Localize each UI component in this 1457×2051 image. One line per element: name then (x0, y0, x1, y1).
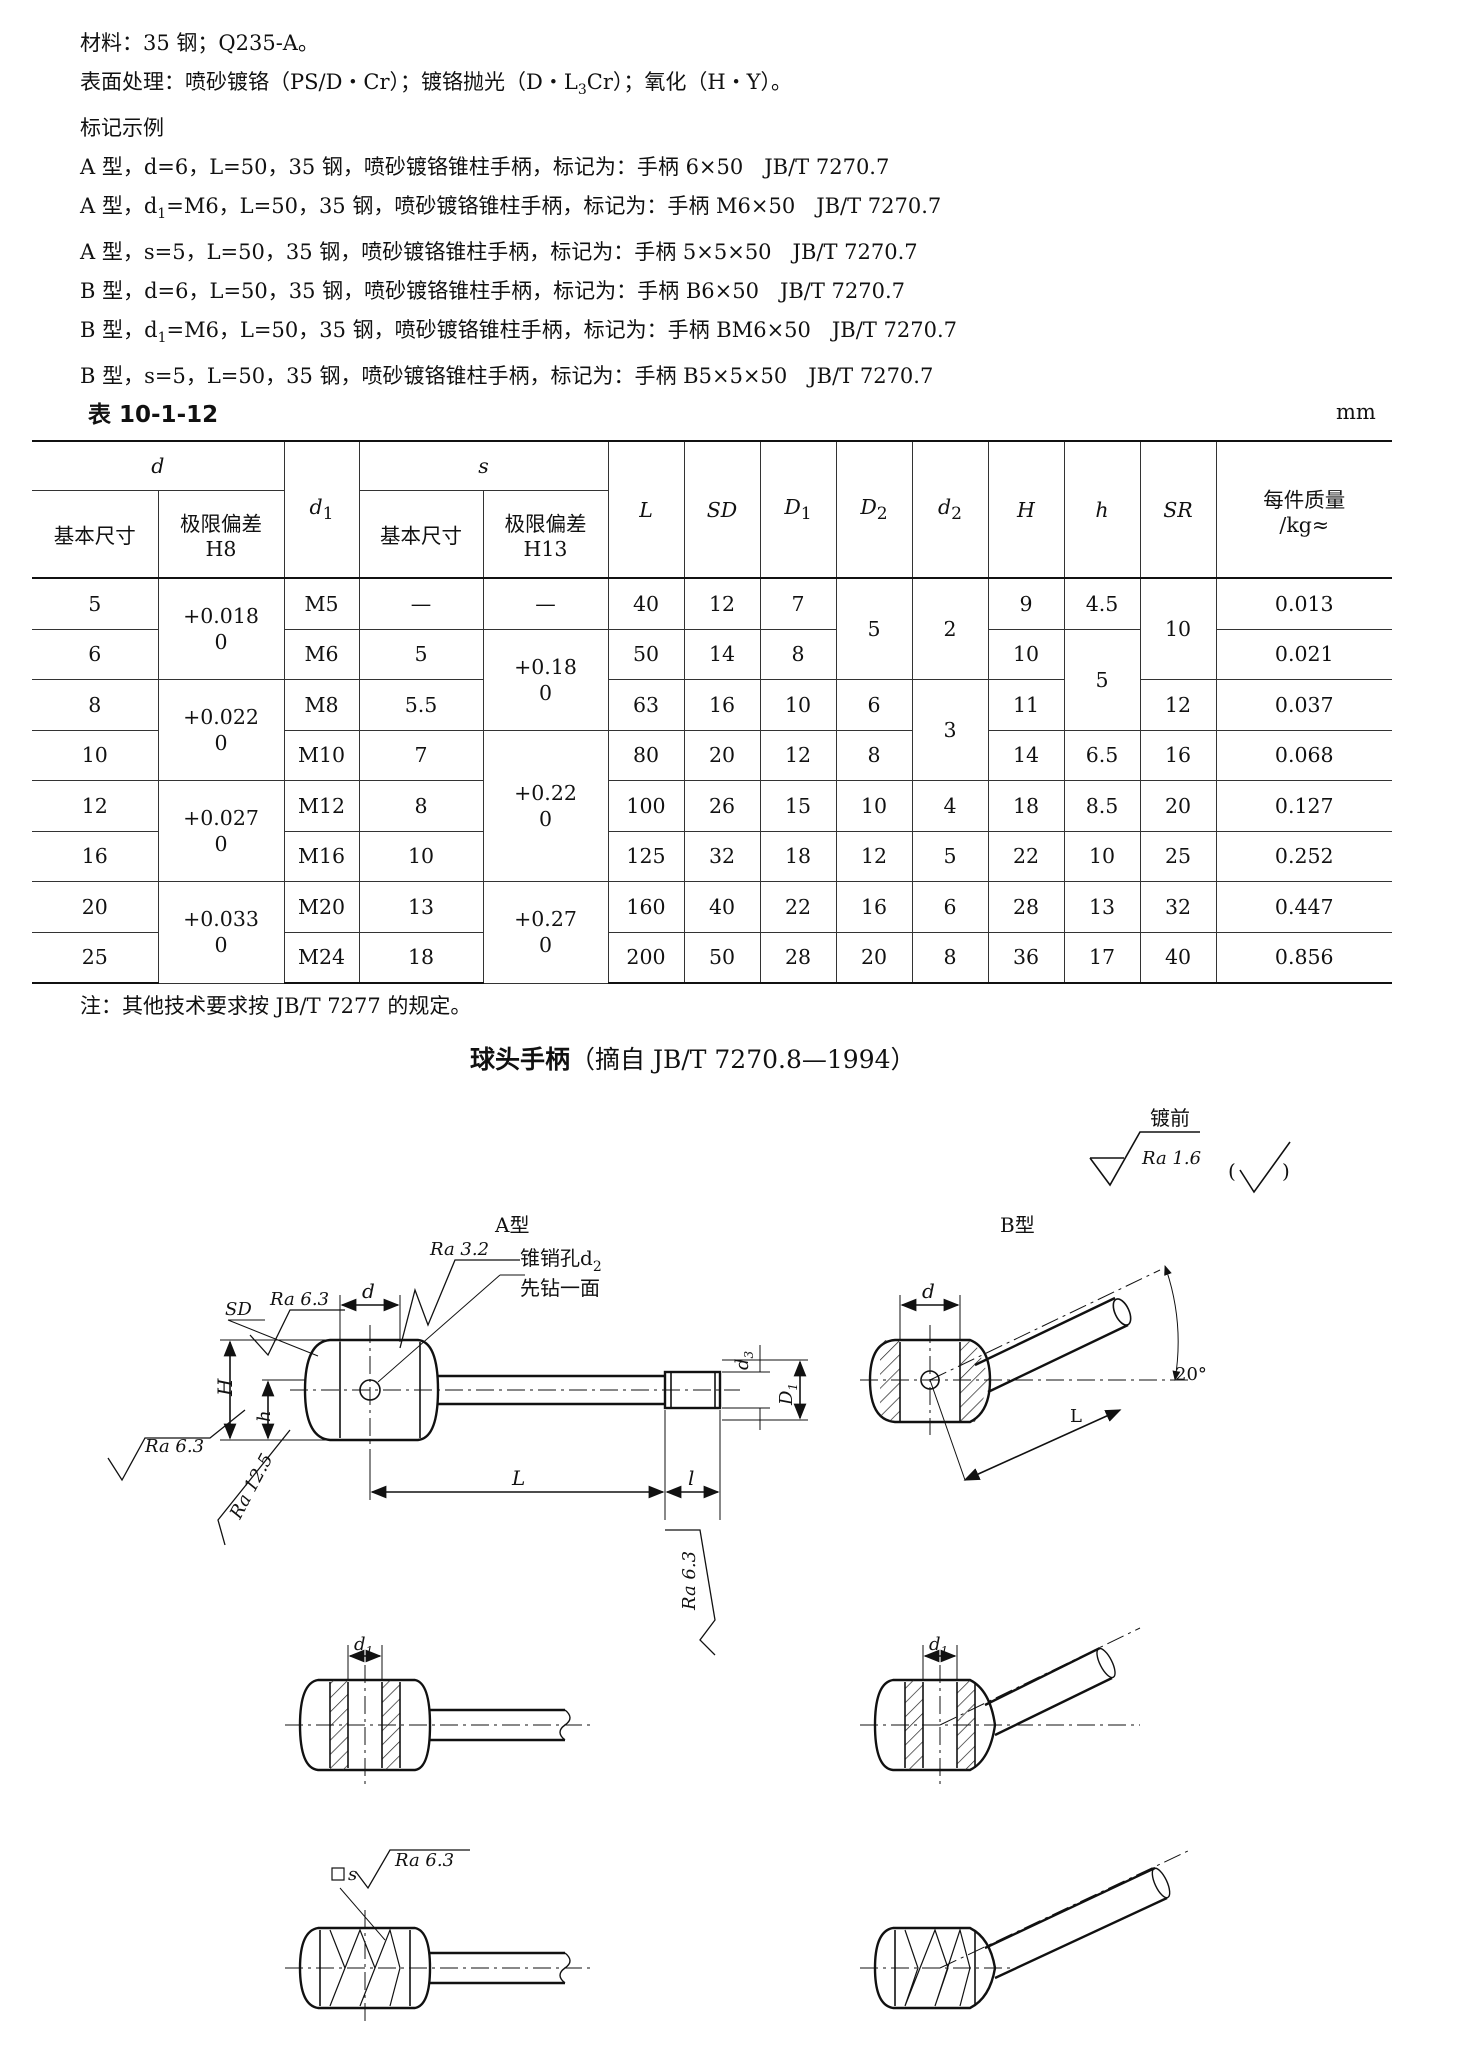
table-caption: 表 10-1-12 (88, 402, 219, 428)
intro-text: 材料：35 钢；Q235-A。 表面处理：喷砂镀铬（PS/D・Cr）；镀铬抛光（… (80, 24, 957, 396)
a-type-square-view (285, 1849, 590, 2025)
header-s-basic: 基本尺寸 (358, 490, 484, 579)
L-label-a: L (511, 1466, 525, 1490)
plating-roughness-symbol (1089, 1131, 1291, 1194)
drill-label: 先钻一面 (520, 1276, 600, 1300)
type-a-label: A型 (494, 1213, 529, 1237)
table-row: 25 M24 18 200 50 28 20 8 36 17 40 0.856 (32, 932, 1392, 984)
header-d: d (32, 440, 285, 491)
a-type-main-view (107, 1259, 808, 1656)
h-label: h (254, 1410, 275, 1422)
header-D2: D2 (835, 440, 913, 579)
header-d-basic: 基本尺寸 (32, 490, 159, 579)
angle-label: 20° (1175, 1364, 1207, 1385)
l-label: l (688, 1466, 694, 1490)
b-type-square-view (860, 1849, 1191, 2010)
example-5: B 型，d1=M6，L=50，35 钢，喷砂镀铬锥柱手柄，标记为：手柄 BM6×… (80, 317, 957, 346)
example-1: A 型，d=6，L=50，35 钢，喷砂镀铬锥柱手柄，标记为：手柄 6×50 J… (80, 154, 890, 179)
example-3: A 型，s=5，L=50，35 钢，喷砂镀铬锥柱手柄，标记为：手柄 5×5×50… (80, 240, 918, 265)
b-type-main-view (860, 1265, 1190, 1481)
pin-hole-label: 锥销孔d2 (520, 1246, 602, 1275)
d3-label: d3 (732, 1350, 756, 1370)
surface-line: 表面处理：喷砂镀铬（PS/D・Cr）；镀铬抛光（D・L3Cr）；氧化（H・Y）。 (80, 69, 793, 98)
examples-title: 标记示例 (80, 116, 164, 141)
L-label-b: L (1070, 1406, 1082, 1427)
header-d1: d1 (283, 440, 360, 579)
ra63-top-label: Ra 6.3 (269, 1289, 329, 1310)
header-H: H (987, 440, 1065, 579)
ra125-label: Ra 12.5 (225, 1450, 277, 1523)
ra63-left-label: Ra 6.3 (144, 1436, 204, 1457)
header-s: s (358, 440, 609, 491)
D1-label: D1 (776, 1383, 800, 1406)
d1-label-b: d1 (929, 1634, 948, 1658)
header-mass: 每件质量/kg≈ (1215, 440, 1392, 579)
material-line: 材料：35 钢；Q235-A。 (80, 31, 319, 55)
ra63-square-label: Ra 6.3 (394, 1850, 454, 1871)
s-label: s (348, 1864, 357, 1885)
header-D1: D1 (759, 440, 837, 579)
ra16-label: Ra 1.6 (1141, 1148, 1201, 1169)
type-b-label: B型 (1000, 1213, 1035, 1237)
table-row: 16 M16 10 125 32 18 12 5 22 10 25 0.252 (32, 831, 1392, 882)
b-type-thread-view (860, 1627, 1141, 1785)
d-label-b: d (922, 1279, 935, 1303)
paren-open: ( (1228, 1159, 1236, 1183)
example-2: A 型，d1=M6，L=50，35 钢，喷砂镀铬锥柱手柄，标记为：手柄 M6×5… (80, 193, 942, 222)
header-SD: SD (683, 440, 761, 579)
technical-drawing: 镀前 Ra 1.6 ( ) A型 B型 Ra 3.2 锥销孔d2 先钻一面 SD… (107, 1106, 1291, 2025)
header-d2: d2 (911, 440, 989, 579)
header-h: h (1063, 440, 1141, 579)
example-6: B 型，s=5，L=50，35 钢，喷砂镀铬锥柱手柄，标记为：手柄 B5×5×5… (80, 364, 934, 389)
ra63-bottom-label: Ra 6.3 (679, 1551, 700, 1611)
H-label: H (213, 1378, 237, 1397)
header-SR: SR (1139, 440, 1217, 579)
table-unit: mm (1336, 400, 1376, 424)
d1-label-a: d1 (354, 1634, 373, 1658)
a-type-thread-view (285, 1645, 590, 1785)
ra32-label: Ra 3.2 (429, 1239, 489, 1260)
paren-close: ) (1282, 1159, 1290, 1183)
dimension-table: d d1 s L SD D1 D2 d2 H h SR 每件质量/kg≈ 基本尺… (32, 440, 1392, 984)
example-4: B 型，d=6，L=50，35 钢，喷砂镀铬锥柱手柄，标记为：手柄 B6×50 … (80, 278, 906, 303)
header-L: L (607, 440, 685, 579)
section-title: 球头手柄（摘自 JB/T 7270.8—1994） (470, 1045, 916, 1074)
plating-label: 镀前 (1150, 1106, 1190, 1130)
d-label-a: d (362, 1279, 375, 1303)
sd-label: SD (225, 1299, 252, 1320)
table-note: 注：其他技术要求按 JB/T 7277 的规定。 (80, 994, 472, 1018)
